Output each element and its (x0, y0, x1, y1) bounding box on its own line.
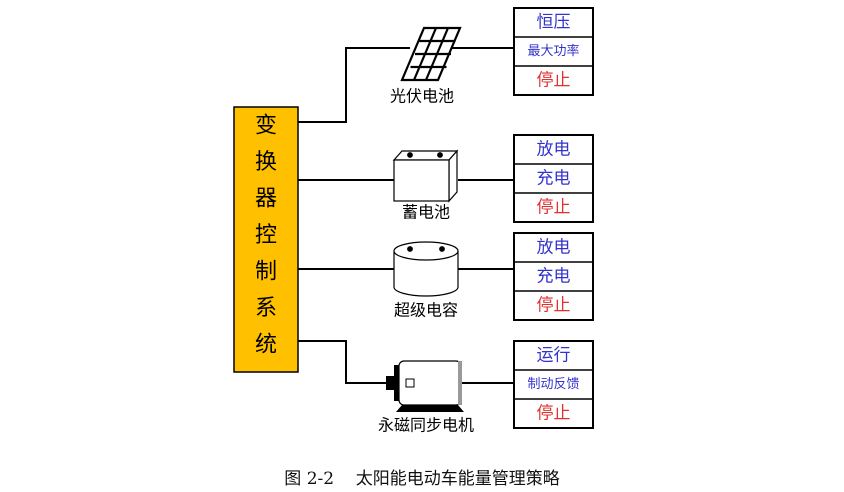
wire-motor (298, 340, 386, 384)
mode-label: 运行 (537, 346, 571, 366)
controller-char: 变 (255, 114, 277, 139)
mode-label: 恒压 (537, 13, 571, 33)
battery-icon (392, 149, 459, 203)
figure-title: 太阳能电动车能量管理策略 (355, 469, 560, 489)
mode-box-frame (513, 232, 594, 321)
mode-label: 最大功率 (527, 43, 579, 59)
wire-pv (298, 47, 410, 123)
solar-panel-icon (400, 26, 462, 82)
controller-char: 制 (255, 260, 277, 285)
controller-char: 器 (255, 187, 277, 212)
mode-label: 停止 (537, 296, 571, 316)
controller-char: 换 (255, 150, 277, 175)
mode-label: 充电 (537, 267, 571, 287)
controller-char: 控 (255, 223, 277, 248)
controller-char: 统 (255, 333, 277, 358)
figure-number: 图 2-2 (284, 469, 335, 489)
mode-label: 停止 (537, 71, 571, 91)
controller-block (233, 106, 299, 373)
component-label-battery: 蓄电池 (402, 203, 450, 222)
component-label-supercap: 超级电容 (394, 301, 458, 320)
mode-label: 停止 (537, 404, 571, 424)
mode-label: 放电 (537, 140, 571, 160)
mode-label: 放电 (537, 238, 571, 258)
component-label-pv: 光伏电池 (390, 87, 454, 106)
mode-label: 制动反馈 (527, 377, 579, 392)
mode-box-frame (513, 340, 594, 429)
mode-box-frame (513, 7, 594, 96)
supercapacitor-icon (393, 241, 459, 297)
mode-box-frame (513, 134, 594, 223)
controller-char: 系 (255, 296, 277, 321)
connection-lines (298, 47, 514, 384)
motor-icon (386, 360, 464, 412)
mode-label: 停止 (537, 198, 571, 218)
figure-caption: 图 2-2 太阳能电动车能量管理策略 (0, 464, 844, 489)
mode-label: 充电 (537, 169, 571, 189)
component-label-motor: 永磁同步电机 (378, 416, 474, 435)
